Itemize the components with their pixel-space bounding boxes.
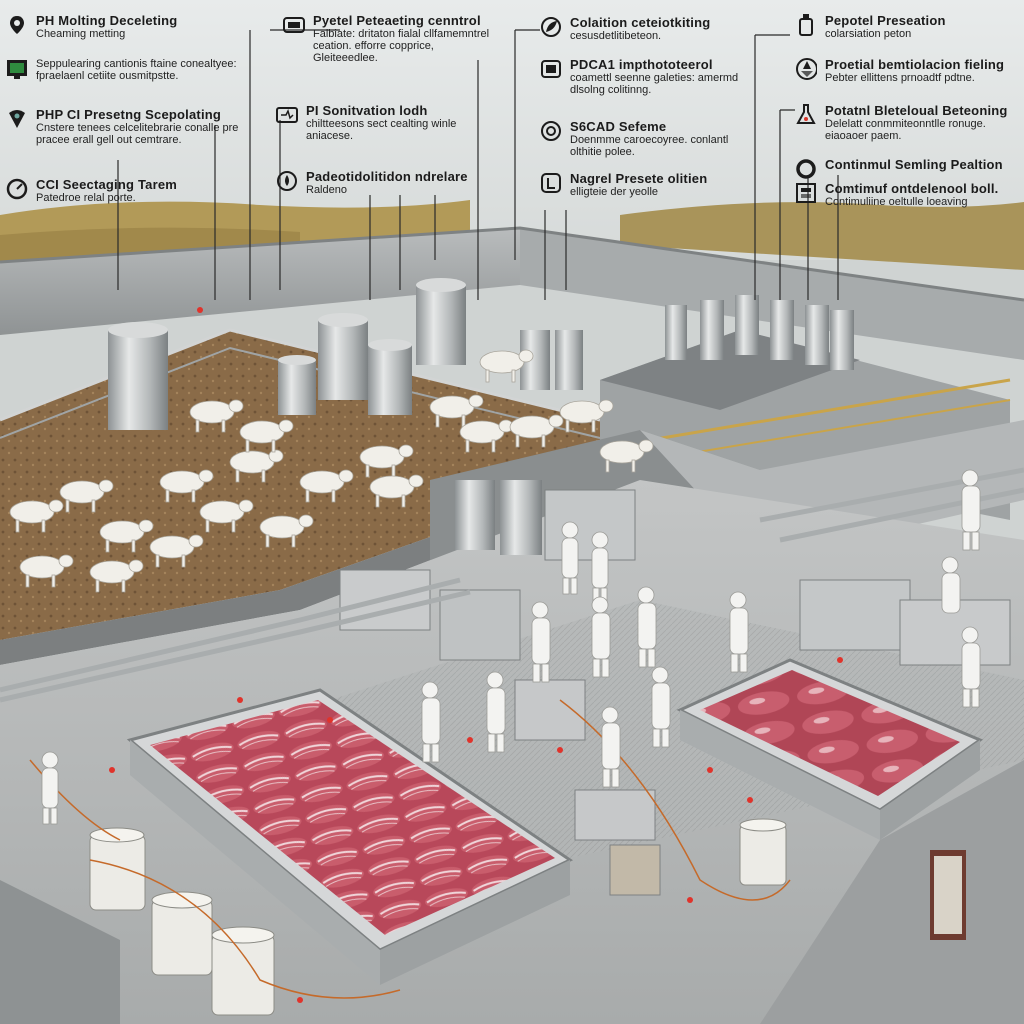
annotation-subtitle: Patedroe relal porte. [36, 192, 136, 204]
annotation-title: Pepotel Preseation [825, 13, 946, 28]
annotation-subtitle: Raldeno [306, 184, 347, 196]
annotation-title: PH Molting Deceleting [36, 13, 178, 28]
annotation-15: Continmul Semling Pealtion [795, 158, 1024, 180]
annotation-subtitle: cesusdetlitibeteon. [570, 30, 662, 42]
annotation-subtitle: Delelatt conmmiteonntlle ronuge. eiaoaoe… [825, 118, 986, 142]
annotation-subtitle: chiltteesons sect cealting winle aniaces… [306, 118, 457, 142]
annotation-subtitle: Contimuliine oeltulle loeaving [825, 196, 968, 208]
annotation-title: PI Sonitvation lodh [306, 103, 428, 118]
annotation-subtitle: Cheaming metting [36, 28, 126, 40]
valve-icon [540, 172, 562, 194]
recycle-icon [795, 58, 817, 80]
annotation-16: Comtimuf ontdelenool boll.Contimuliine o… [795, 182, 1024, 208]
annotation-title: Padeotidolitidon ndrelare [306, 169, 468, 184]
annotation-title: Potatnl Bleteloual Beteoning [825, 103, 1008, 118]
annotation-title: Pyetel Peteaeting cenntrol [313, 13, 481, 28]
scanner-icon [540, 58, 562, 80]
annotation-subtitle: Falbiate: dritaton fialal cllfamemntrel … [313, 28, 490, 64]
screen-icon [276, 104, 298, 126]
annotation-title: Proetial bemtiolacion fieling [825, 57, 1005, 72]
target-icon [540, 120, 562, 142]
annotation-title: PDCA1 impthototeerol [570, 57, 713, 72]
annotation-subtitle: coamettl seenne galeties: amermd dlsolng… [570, 72, 739, 96]
annotation-subtitle: colarsiation peton [825, 28, 912, 40]
annotation-subtitle: Pebter ellittens prnoadtf pdtne. [825, 72, 975, 84]
annotation-title: Nagrel Presete olitien [570, 171, 708, 186]
bottle-icon [795, 14, 817, 36]
leaf-icon [540, 16, 562, 38]
annotation-title: Colaition ceteiotkiting [570, 15, 711, 30]
annotation-subtitle: Doenmme caroecoyree. conlantl olthitie p… [570, 134, 729, 158]
annotation-2: Seppulearing cantionis ftaine conealtyee… [6, 58, 241, 82]
ph-drop-icon [276, 170, 298, 192]
tablet-icon [283, 14, 305, 36]
annotation-title: S6CAD Sefeme [570, 119, 667, 134]
annotation-subtitle: Seppulearing cantionis ftaine conealtyee… [36, 58, 237, 82]
monitor-icon [6, 58, 28, 80]
annotation-title: PHP CI Presetng Scepolating [36, 107, 222, 122]
annotation-subtitle: Cnstere tenees celcelitebrarie conalle p… [36, 122, 239, 146]
annotation-title: Comtimuf ontdelenool boll. [825, 181, 999, 196]
annotation-subtitle: elligteie der yeolle [570, 186, 659, 198]
panel-icon [795, 182, 817, 204]
annotation-title: Continmul Semling Pealtion [825, 157, 1003, 172]
flask-icon [795, 104, 817, 126]
pin-icon [6, 14, 28, 36]
annotation-title: CCI Seectaging Tarem [36, 177, 178, 192]
gauge-icon [6, 178, 28, 200]
ring-icon [795, 158, 817, 180]
drop-icon [6, 108, 28, 130]
